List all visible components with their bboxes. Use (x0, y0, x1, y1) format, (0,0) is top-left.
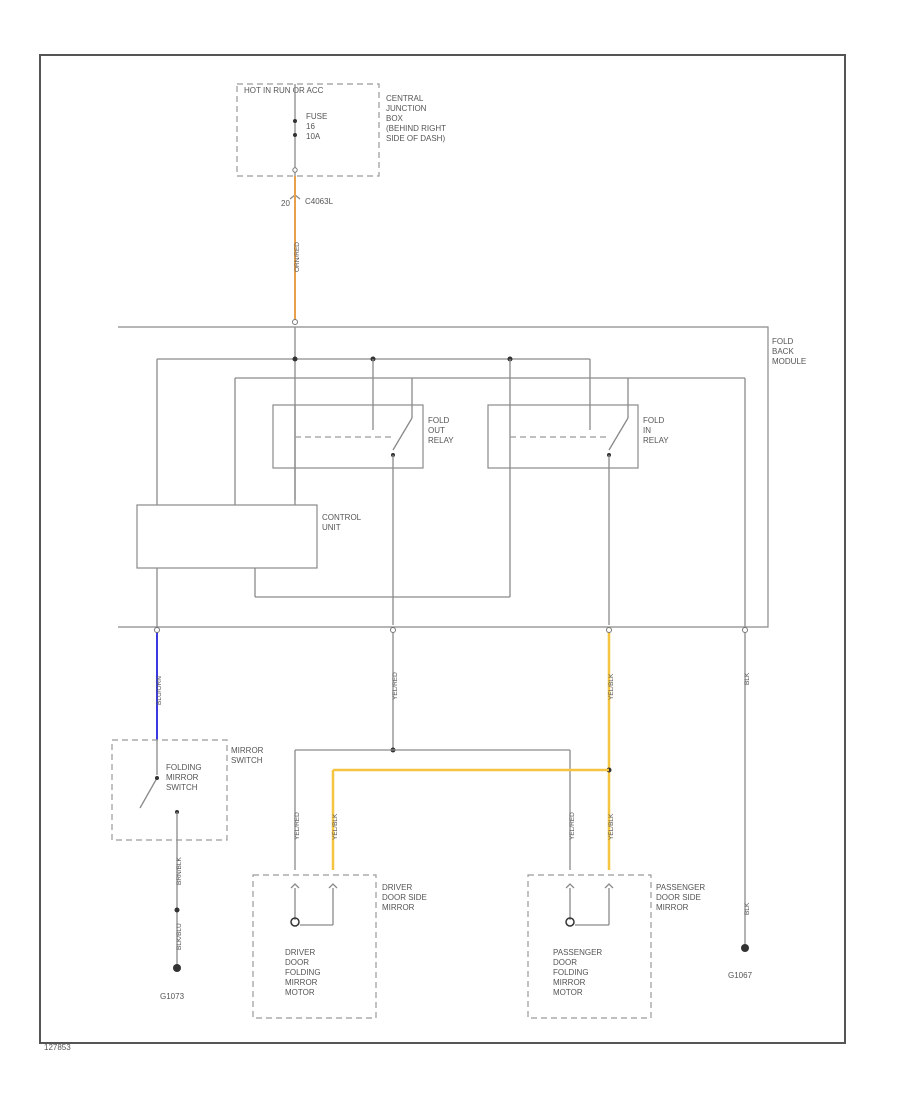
passenger-wire-a-label: YEL/RED (569, 812, 576, 840)
diagram-frame (39, 54, 846, 1044)
hot-in-run-label: HOT IN RUN OR ACC (244, 86, 324, 95)
switch-ground-label-2: BLK/BLU (176, 923, 183, 950)
central-junction-box (236, 83, 380, 177)
ground-wire-label: BLK (744, 672, 751, 685)
passenger-wire-b-label: YEL/BLK (608, 813, 615, 840)
ground-left-symbol (173, 964, 181, 972)
ground-right-label: G1067 (728, 971, 753, 980)
ground-wire-label-2: BLK (744, 902, 751, 915)
driver-wire-b-label: YEL/BLK (332, 813, 339, 840)
driver-door-mirror (252, 874, 377, 1019)
fold-in-wire-label: YEL/BLK (608, 673, 615, 700)
driver-wire-a-label: YEL/RED (294, 812, 301, 840)
switch-wire-label: BLU/ORN (156, 676, 163, 705)
fold-out-wire-label: YEL/RED (392, 672, 399, 700)
mirror-switch (111, 739, 228, 841)
module-feed-pin (292, 319, 298, 325)
fuse-bottom-terminal (293, 133, 297, 137)
passenger-door-mirror (527, 874, 652, 1019)
fold-back-module-outline (118, 326, 769, 628)
fuse-connector-pin (292, 167, 298, 173)
feed-wire-label: ORN/RED (294, 242, 301, 272)
ground-left-label: G1073 (160, 992, 185, 1001)
fold-in-relay (487, 404, 639, 469)
switch-contact (139, 777, 158, 809)
ground-right-symbol (741, 944, 749, 952)
passenger-motor-icon (565, 917, 575, 927)
diagram-code: 127853 (44, 1043, 71, 1052)
fold-out-relay (272, 404, 424, 469)
driver-motor-icon (290, 917, 300, 927)
connector-pin-number: 20 (281, 199, 290, 208)
connector-name: C4063L (305, 197, 334, 206)
switch-ground-label: BRN/BLK (176, 857, 183, 885)
control-unit (136, 504, 318, 569)
fuse-top-terminal (293, 119, 297, 123)
